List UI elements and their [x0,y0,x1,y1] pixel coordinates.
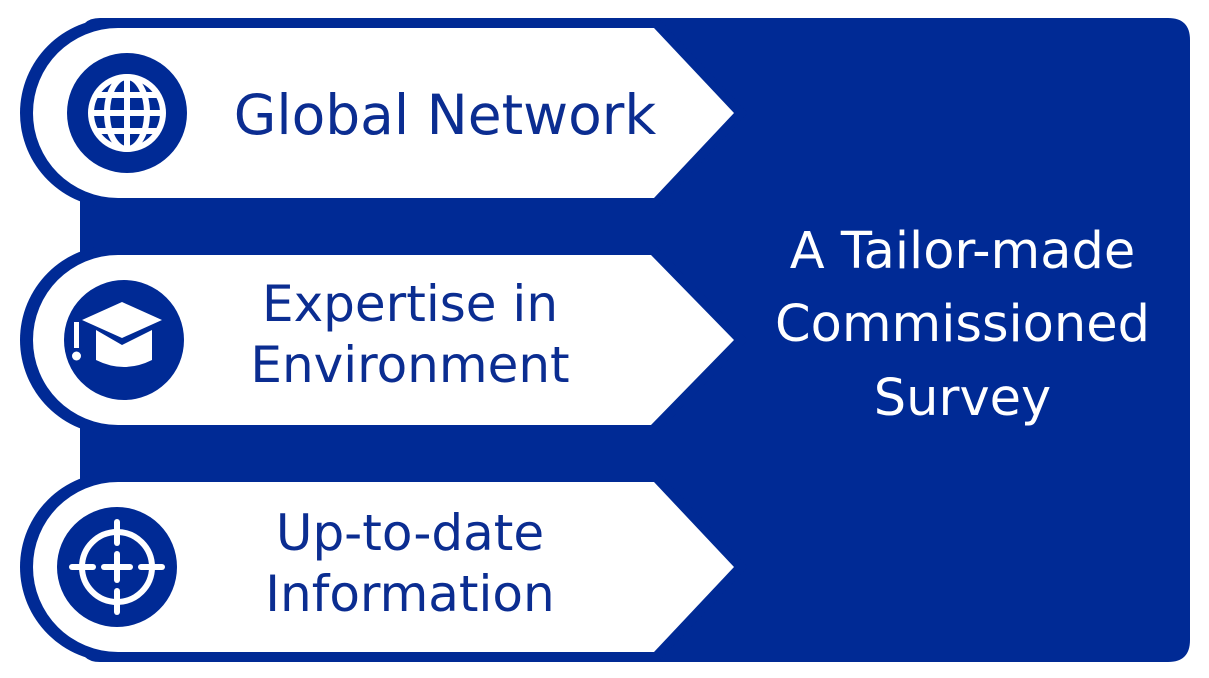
summary-line: Survey [873,368,1052,428]
feature-label-line: Global Network [233,83,657,147]
summary-label: A Tailor-made Commissioned Survey [740,215,1185,435]
feature-label-line: Expertise in [261,275,559,333]
graduation-cap-icon [72,302,162,367]
feature-label-information: Up-to-date Information [195,503,625,625]
graduation-cap-icon-badge [64,280,184,400]
feature-label-line: Environment [250,336,570,394]
feature-pill-global-network [20,18,748,208]
feature-label-global-network: Global Network [200,82,690,149]
feature-pill-information [20,472,748,662]
summary-line: A Tailor-made [789,222,1136,281]
feature-label-line: Information [265,565,555,623]
feature-label-expertise: Expertise in Environment [195,274,625,396]
globe-icon [88,74,166,152]
feature-pill-expertise [20,245,748,435]
crosshair-icon [69,519,165,615]
feature-label-line: Up-to-date [275,504,545,562]
summary-line: Commissioned [775,295,1150,355]
